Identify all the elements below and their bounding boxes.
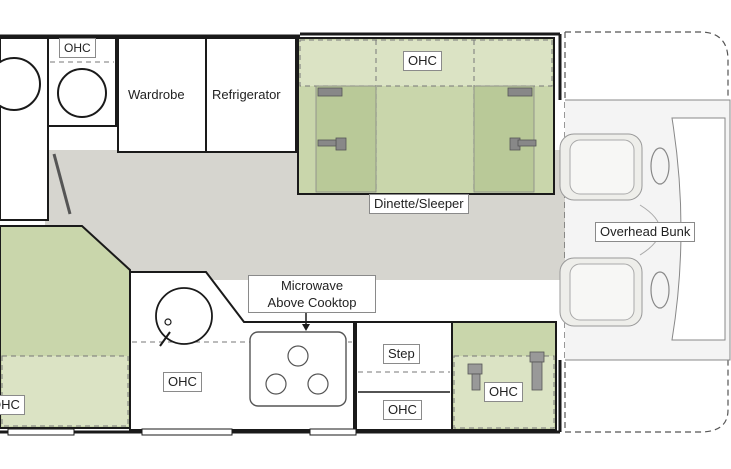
ohc-kitchen-label: OHC	[163, 372, 202, 392]
cab-dash	[671, 117, 726, 341]
cooktop-icon	[249, 331, 347, 407]
steering-wheel	[650, 147, 670, 309]
ohc-front-label: OHC	[484, 382, 523, 402]
toilet-icon	[0, 57, 41, 111]
step-label: Step	[383, 344, 420, 364]
overhead-bunk-label: Overhead Bunk	[595, 222, 696, 242]
seatbelt-icon	[467, 351, 545, 391]
kitchen-sink-icon	[155, 287, 213, 345]
wardrobe-cabinet	[117, 37, 207, 153]
ohc-rear-label: OHC	[0, 395, 25, 415]
ohc-top-label: OHC	[59, 38, 96, 58]
dinette-sleeper-label: Dinette/Sleeper	[369, 194, 469, 214]
outer-walls	[0, 32, 562, 434]
refrigerator-cabinet	[205, 37, 297, 153]
ohc-dinette-label: OHC	[403, 51, 442, 71]
wardrobe-label: Wardrobe	[128, 87, 185, 102]
bed-ohc-zone	[1, 355, 129, 427]
bathroom-door	[52, 153, 72, 215]
ohc-step-label: OHC	[383, 400, 422, 420]
passenger-seat	[559, 257, 643, 327]
driver-seat	[559, 133, 643, 201]
sink-bowl-icon	[57, 68, 107, 118]
refrigerator-label: Refrigerator	[212, 87, 281, 102]
dinette-bench-right	[473, 85, 535, 193]
microwave-label: Microwave Above Cooktop	[248, 275, 376, 313]
windows	[7, 428, 357, 436]
seatbelt-icon	[317, 87, 537, 151]
